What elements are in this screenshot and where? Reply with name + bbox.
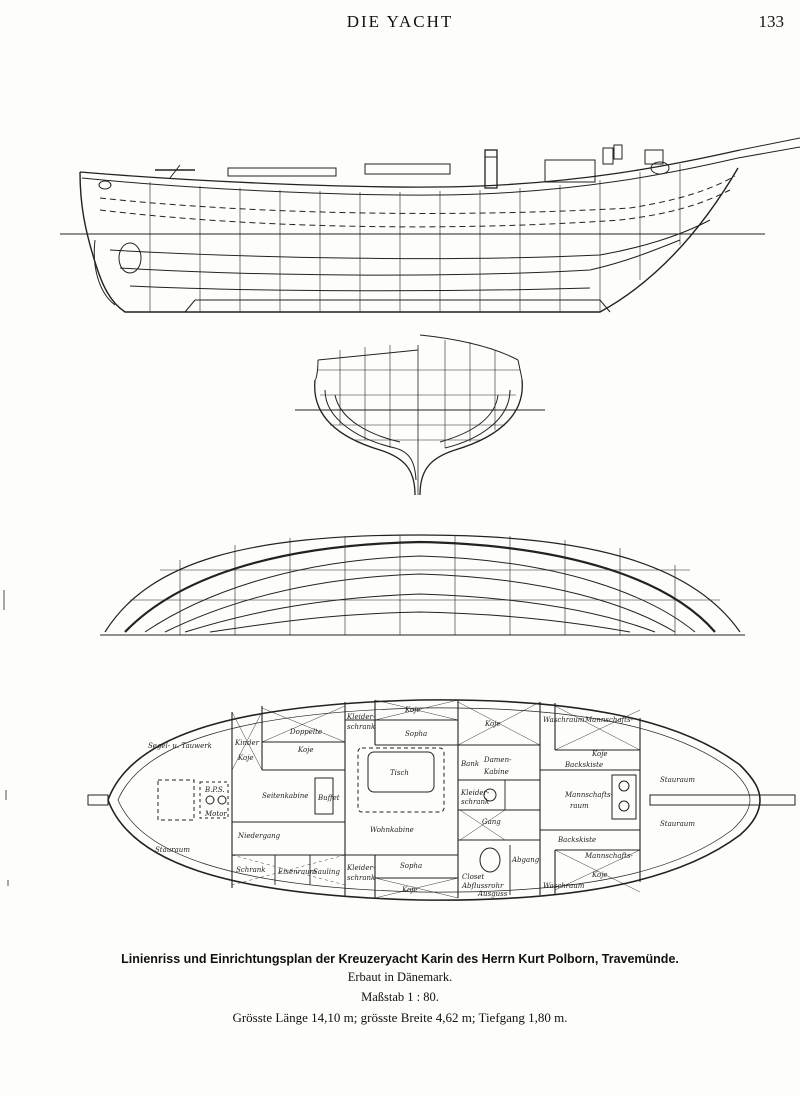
caption-title: Linienriss und Einrichtungsplan der Kreu… xyxy=(121,952,679,966)
label-kleider-bottom: Kleider- xyxy=(346,864,376,872)
running-header-title: DIE YACHT xyxy=(346,12,454,31)
label-kabine: Kabine xyxy=(483,768,509,776)
label-eisenraum: Eisenraum xyxy=(277,868,317,876)
label-koje-1: Koje xyxy=(237,754,254,762)
label-schrank-mid: schrank xyxy=(461,798,489,806)
caption-built: Erbaut in Dänemark. xyxy=(347,970,453,984)
label-schrank-bottom: Schrank xyxy=(236,866,266,874)
label-staurum-right-bottom: Stauraum xyxy=(660,820,695,828)
label-bps: B.P.S. xyxy=(204,786,225,794)
label-sopha-bottom: Sopha xyxy=(400,862,422,870)
profile-view xyxy=(60,137,800,313)
caption-dimensions: Grösste Länge 14,10 m; grösste Breite 4,… xyxy=(232,1010,568,1025)
label-koje-6: Koje xyxy=(591,871,608,879)
label-bank: Bank xyxy=(460,760,479,768)
label-koje-5: Koje xyxy=(591,750,608,758)
label-kleider-top: Kleider- xyxy=(346,713,376,721)
label-mannschafts-raum: Mannschafts- xyxy=(564,791,614,799)
page-edge-marks xyxy=(3,590,9,886)
label-koje-bottom: Koje xyxy=(401,886,418,894)
label-staurum-right-top: Stauraum xyxy=(660,776,695,784)
accommodation-plan-view: Segel- u. Tauwerk Kinder Koje Doppelte K… xyxy=(87,699,796,901)
label-backskiste-top: Backskiste xyxy=(564,761,603,769)
label-koje-2: Koje xyxy=(297,746,314,754)
label-abflussrohr: Abflussrohr xyxy=(461,882,504,890)
label-stauraum-left: Stauraum xyxy=(155,846,190,854)
label-sopha-top: Sopha xyxy=(405,730,427,738)
label-wohnkabine: Wohnkabine xyxy=(370,826,414,834)
label-raum: raum xyxy=(570,802,589,810)
label-buffet: Buffet xyxy=(317,794,340,802)
label-niedergang: Niedergang xyxy=(237,832,281,840)
label-koje-4: Koje xyxy=(484,720,501,728)
label-mannschafts-bottom: Mannschafts- xyxy=(584,852,634,860)
label-damen: Damen- xyxy=(483,756,512,764)
label-waschraum-bottom: Waschraum xyxy=(543,882,585,890)
caption-scale: Maßstab 1 : 80. xyxy=(361,990,439,1004)
label-ausguss: Ausguss xyxy=(477,890,508,898)
label-kinder: Kinder xyxy=(234,739,260,747)
body-plan-view xyxy=(295,334,545,496)
label-backskiste-bottom: Backskiste xyxy=(557,836,596,844)
label-motor: Motor xyxy=(204,810,227,818)
label-waschraum-top: Waschraum xyxy=(543,716,585,724)
half-breadth-view xyxy=(100,534,745,636)
label-seitenkabine: Seitenkabine xyxy=(262,792,308,800)
label-sauling: Sauling xyxy=(313,868,340,876)
label-segel-tauwerk: Segel- u. Tauwerk xyxy=(148,742,212,750)
page-number: 133 xyxy=(758,12,785,31)
label-schrank-bottom2: schrank xyxy=(347,874,375,882)
label-closet: Closet xyxy=(462,873,485,881)
label-gang: Gang xyxy=(482,818,501,826)
label-doppelte: Doppelte xyxy=(289,728,322,736)
label-mannschafts-top: Mannschafts- xyxy=(584,716,634,724)
label-tisch: Tisch xyxy=(390,769,409,777)
label-abgang: Abgang xyxy=(511,856,540,864)
label-schrank-top: schrank xyxy=(347,723,375,731)
label-koje-3: Koje xyxy=(404,706,421,714)
label-kleider-mid: Kleider- xyxy=(460,789,490,797)
